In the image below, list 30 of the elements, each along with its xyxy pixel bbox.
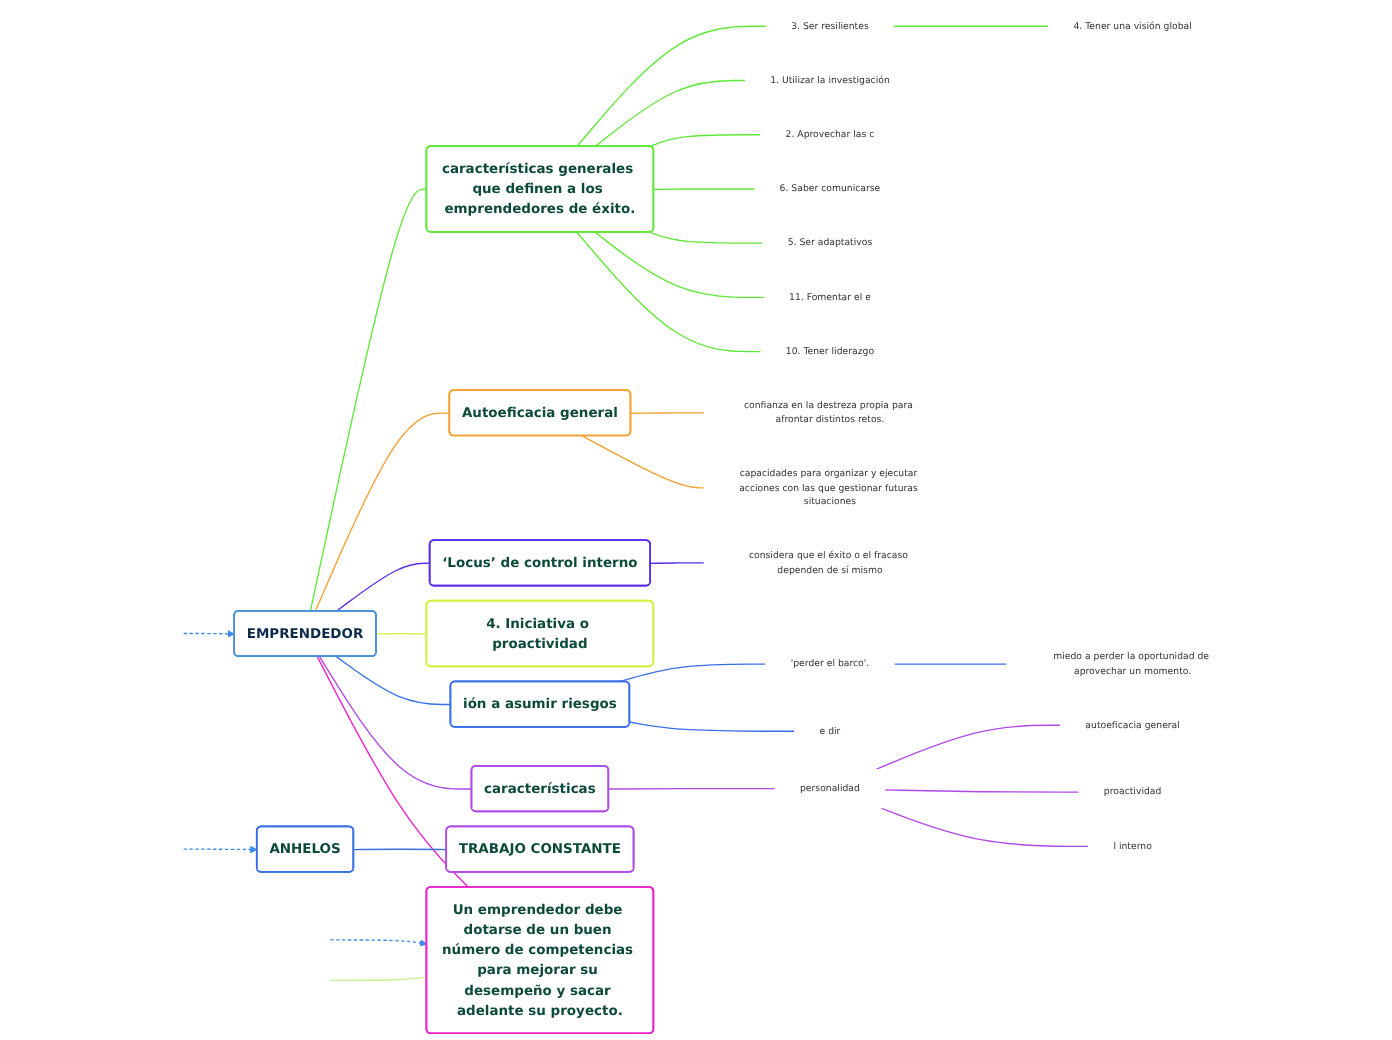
connector: [649, 231, 764, 244]
connector: [329, 976, 428, 981]
arrow: [329, 939, 428, 947]
connector: [375, 632, 428, 635]
connector: [576, 25, 767, 148]
connector: [893, 25, 1049, 27]
connector: [630, 412, 705, 414]
connector: [653, 188, 756, 191]
connector: [649, 134, 761, 148]
connector: [335, 655, 452, 706]
connector: [649, 562, 705, 564]
connector: [629, 721, 795, 732]
connector: [581, 435, 705, 489]
arrow: [183, 630, 235, 638]
arrow: [183, 845, 258, 854]
connector: [875, 724, 1061, 770]
connector: [884, 789, 1080, 793]
connector: [309, 188, 428, 612]
connector: [594, 79, 746, 148]
connector: [893, 663, 1008, 665]
connector: [314, 412, 451, 612]
connector: [618, 663, 767, 683]
connector: [594, 231, 765, 299]
connector: [608, 787, 776, 790]
connector: [353, 848, 448, 851]
connector: [316, 655, 470, 889]
connector: [880, 807, 1089, 847]
connector: [335, 562, 431, 612]
connector: [576, 231, 762, 353]
connector: [318, 655, 473, 790]
